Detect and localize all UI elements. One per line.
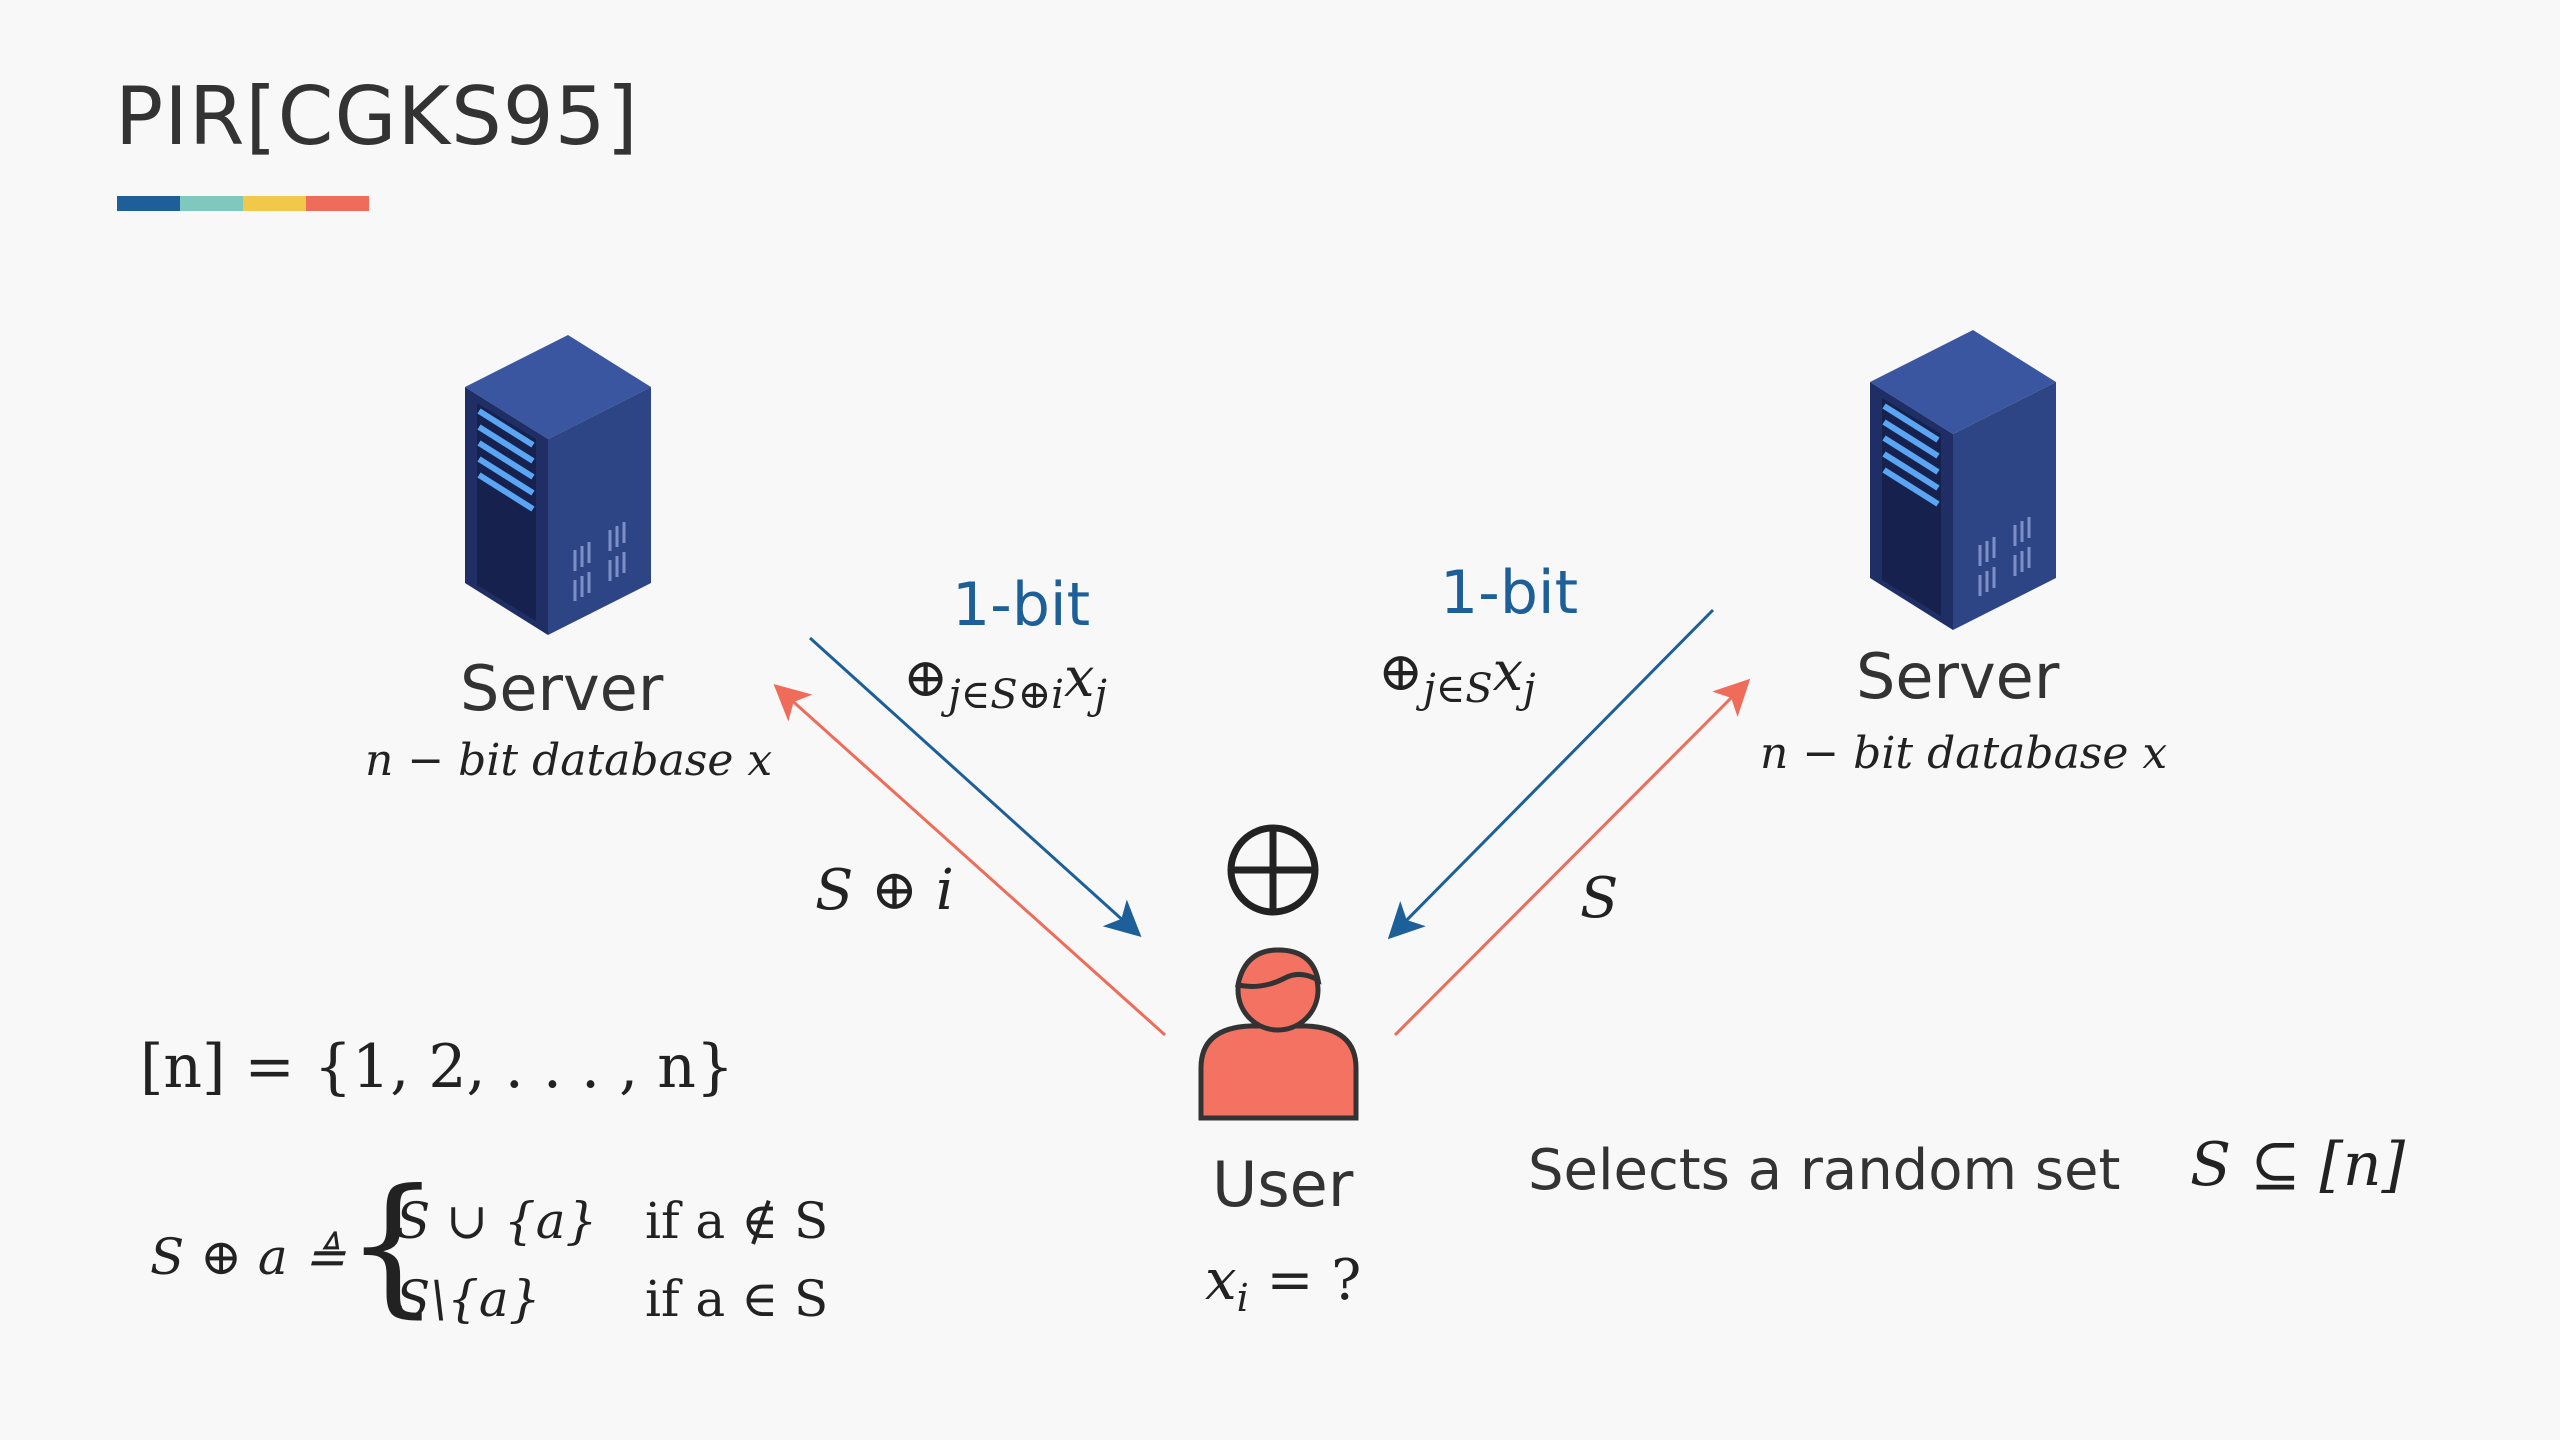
right-query-label: S xyxy=(1580,866,1619,931)
selection-caption: Selects a random set xyxy=(1528,1138,2121,1203)
cases-brace: { xyxy=(345,1158,441,1332)
user-icon xyxy=(1198,947,1359,1121)
left-response-variable-index: j xyxy=(1094,672,1107,718)
user-unknown-equals: = ? xyxy=(1248,1248,1362,1313)
left-server-label: Server xyxy=(460,652,664,725)
right-response-variable: x xyxy=(1492,640,1524,703)
right-query-arrow xyxy=(1393,678,1751,1037)
selection-set: S ⊆ [n] xyxy=(2190,1130,2405,1200)
right-database-label: n − bit database x xyxy=(1760,728,2168,779)
xor-definition-lhs: S ⊕ a ≜ xyxy=(150,1228,346,1286)
right-response-index-set: j∈S xyxy=(1423,666,1493,712)
left-response-size: 1-bit xyxy=(952,570,1091,640)
user-label: User xyxy=(1212,1148,1354,1221)
right-response-variable-index: j xyxy=(1523,666,1536,712)
xor-symbol: ⊕ xyxy=(903,646,949,709)
right-server-icon xyxy=(1870,330,2056,630)
right-response-size: 1-bit xyxy=(1440,558,1579,628)
left-response-arrow xyxy=(808,636,1142,938)
left-query-label: S ⊕ i xyxy=(815,858,954,923)
case1-value: S ∪ {a} xyxy=(396,1192,598,1250)
xor-symbol: ⊕ xyxy=(1378,640,1424,703)
user-unknown-bit: xi = ? xyxy=(1205,1248,1361,1320)
title-bar-segment-teal xyxy=(180,196,243,211)
range-definition: [n] = {1, 2, . . . , n} xyxy=(140,1032,735,1102)
left-response-index-set: j∈S⊕i xyxy=(948,672,1064,718)
right-server-label: Server xyxy=(1856,640,2060,713)
user-unknown-index: i xyxy=(1236,1276,1249,1321)
left-response-expression: ⊕j∈S⊕ixj xyxy=(903,646,1107,718)
left-server-icon xyxy=(465,335,651,635)
case1-condition: if a ∉ S xyxy=(645,1192,829,1250)
slide-title: PIR[CGKS95] xyxy=(115,70,639,163)
xor-combine-icon xyxy=(1227,824,1319,916)
left-query-arrow xyxy=(773,683,1167,1037)
title-bar-segment-blue xyxy=(117,196,180,211)
case2-condition: if a ∈ S xyxy=(645,1270,829,1328)
left-response-variable: x xyxy=(1063,646,1095,709)
title-bar-segment-red xyxy=(306,196,369,211)
left-database-label: n − bit database x xyxy=(365,735,773,786)
right-response-expression: ⊕j∈Sxj xyxy=(1378,640,1536,712)
case2-value: S\{a} xyxy=(396,1270,541,1328)
title-bar-segment-yellow xyxy=(243,196,306,211)
title-color-bar xyxy=(117,196,369,211)
right-response-arrow xyxy=(1387,608,1715,940)
user-unknown-variable: x xyxy=(1205,1248,1237,1313)
